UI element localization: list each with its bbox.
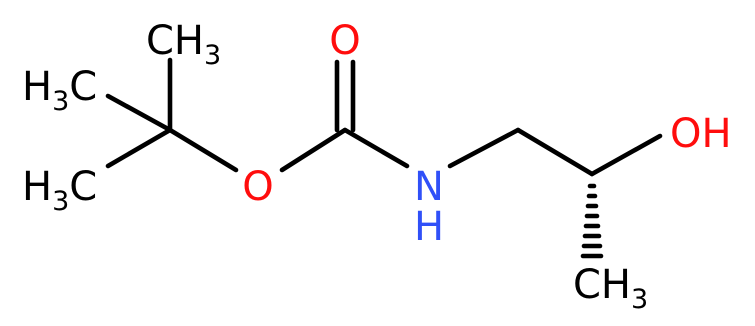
hashed-wedge-bond <box>580 183 604 259</box>
bond-chiral-carbon-hydroxyl <box>589 133 663 177</box>
methyl-lower-left-subscript: 3 <box>52 186 69 217</box>
methyl-top-subscript: 3 <box>204 40 221 71</box>
methyl-upper-left-label: H3C <box>22 64 97 117</box>
methyl-upper-left-suffix: C <box>69 64 97 110</box>
methyl-bottom-main: CH <box>573 262 631 308</box>
methyl-top-main: CH <box>146 18 204 64</box>
bond-quaternary-methyl-lower-left <box>105 127 173 169</box>
amine-nitrogen-label: N <box>414 164 444 210</box>
hydroxyl-label: OH <box>670 111 732 157</box>
amine-hydrogen-label: H <box>414 204 444 250</box>
bond-ester-oxygen-carbonyl-carbon <box>279 127 348 173</box>
methyl-upper-left-prefix: H <box>22 64 52 110</box>
bond-carbonyl-carbon-nitrogen <box>342 127 410 169</box>
methyl-bottom-subscript: 3 <box>631 284 648 315</box>
methyl-lower-left-suffix: C <box>69 164 97 210</box>
methyl-lower-left-prefix: H <box>22 164 52 210</box>
methyl-lower-left-label: H3C <box>22 164 97 217</box>
bond-methylene-chiral-carbon <box>515 127 595 177</box>
bond-quaternary-methyl-upper-left <box>105 93 173 133</box>
bond-nitrogen-methylene <box>447 127 521 169</box>
methyl-bottom-label: CH3 <box>573 262 648 315</box>
bond-quaternary-ester-oxygen <box>167 127 239 173</box>
carbonyl-oxygen-label: O <box>329 18 360 64</box>
ester-oxygen-label: O <box>242 164 273 210</box>
methyl-upper-left-subscript: 3 <box>52 86 69 117</box>
methyl-top-label: CH3 <box>146 18 221 71</box>
